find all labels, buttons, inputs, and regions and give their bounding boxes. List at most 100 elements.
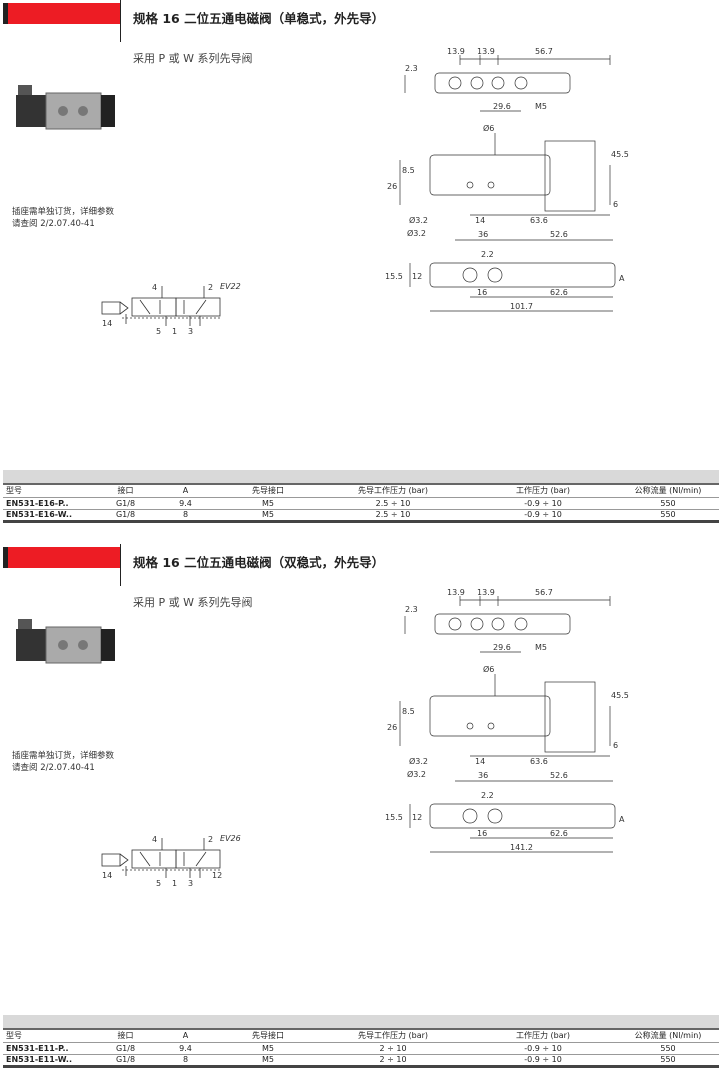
table-cell: 9.4 bbox=[179, 498, 192, 508]
column-header: 先导工作压力 (bar) bbox=[357, 486, 429, 496]
dimension-label: Ø6 bbox=[483, 123, 494, 133]
table-cell: M5 bbox=[262, 1055, 274, 1065]
dimension-label: 2.3 bbox=[405, 64, 418, 73]
table-cell: G1/8 bbox=[115, 1043, 136, 1053]
section-subtitle: 采用 P 或 W 系列先导阀 bbox=[133, 52, 253, 65]
column-header: 工作压力 (bar) bbox=[515, 486, 571, 496]
model-cell: EN531-E16-P.. bbox=[6, 498, 69, 508]
port-label: 3 bbox=[188, 327, 193, 336]
dimension-label: 62.6 bbox=[550, 829, 568, 838]
table-band bbox=[3, 1015, 719, 1030]
table-cell: 2.5 ÷ 10 bbox=[375, 498, 411, 508]
dimension-label: 15.5 bbox=[385, 272, 403, 281]
dimension-label: 13.9 bbox=[447, 588, 465, 597]
dimension-label: 62.6 bbox=[550, 288, 568, 297]
dimension-label: 14 bbox=[475, 757, 485, 766]
port-label: 1 bbox=[172, 879, 177, 888]
column-header: A bbox=[182, 1031, 189, 1041]
column-header: 接口 bbox=[117, 1031, 134, 1041]
dimension-label: 36 bbox=[478, 771, 488, 780]
dimension-label: Ø3.2 bbox=[409, 756, 428, 766]
model-cell: EN531-E11-W.. bbox=[6, 1055, 72, 1065]
table-cell: 550 bbox=[660, 1055, 676, 1065]
dimension-label: 2.2 bbox=[481, 791, 494, 800]
dimension-label: 6 bbox=[613, 741, 618, 750]
note-line: 请查阅 2/2.07.40-41 bbox=[12, 763, 95, 773]
dimension-label: A bbox=[619, 274, 625, 283]
dimension-label: 8.5 bbox=[402, 707, 415, 716]
note-line: 插座需单独订货，详细参数 bbox=[12, 751, 115, 761]
dimension-label: 15.5 bbox=[385, 813, 403, 822]
dimension-label: 101.7 bbox=[510, 302, 533, 311]
column-header: A bbox=[182, 486, 189, 496]
dimension-label: 36 bbox=[478, 230, 488, 239]
dimension-label: 8.5 bbox=[402, 166, 415, 175]
table-cell: 9.4 bbox=[179, 1043, 192, 1053]
dimension-label: 29.6 bbox=[493, 102, 511, 111]
dimension-label: M5 bbox=[535, 102, 547, 111]
symbol-code: EV26 bbox=[220, 834, 241, 843]
dimension-label: 63.6 bbox=[530, 216, 548, 225]
column-header: 公称流量 (Nl/min) bbox=[634, 1031, 702, 1041]
ordering-note: 插座需单独订货，详细参数 请查阅 2/2.07.40-41 bbox=[12, 206, 114, 230]
section-color-bar bbox=[3, 547, 120, 568]
column-header: 先导接口 bbox=[252, 1031, 284, 1041]
section-title: 规格 16 二位五通电磁阀（双稳式，外先导） bbox=[133, 555, 385, 570]
port-label: 14 bbox=[102, 319, 112, 328]
pneumatic-symbol: 4 2 14 5 1 3 12 EV26 bbox=[100, 832, 250, 892]
port-label: 1 bbox=[172, 327, 177, 336]
dimension-label: 12 bbox=[412, 813, 422, 822]
port-label: 14 bbox=[102, 871, 112, 880]
dimension-label: 13.9 bbox=[477, 588, 495, 597]
port-label: 5 bbox=[156, 327, 161, 336]
port-label: 3 bbox=[188, 879, 193, 888]
port-label: 2 bbox=[208, 283, 213, 292]
column-header: 公称流量 (Nl/min) bbox=[634, 486, 702, 496]
section-color-bar bbox=[3, 3, 120, 24]
port-label: 5 bbox=[156, 879, 161, 888]
table-cell: 550 bbox=[660, 1043, 676, 1053]
dimension-label: 2.2 bbox=[481, 250, 494, 259]
dimension-label: 45.5 bbox=[611, 150, 629, 159]
port-label: 12 bbox=[212, 871, 222, 880]
dimension-label: 26 bbox=[387, 182, 397, 191]
dimension-label: 13.9 bbox=[447, 47, 465, 56]
dimension-label: M5 bbox=[535, 643, 547, 652]
dimension-label: 2.3 bbox=[405, 605, 418, 614]
dimension-label: 16 bbox=[477, 288, 487, 297]
table-cell: -0.9 ÷ 10 bbox=[524, 498, 562, 508]
model-cell: EN531-E11-P.. bbox=[6, 1043, 69, 1053]
dimension-label: A bbox=[619, 815, 625, 824]
table-cell: 2.5 ÷ 10 bbox=[375, 510, 411, 520]
dimension-label: 56.7 bbox=[535, 588, 553, 597]
divider bbox=[120, 0, 121, 42]
table-cell: 550 bbox=[660, 510, 676, 520]
valve-photo bbox=[8, 75, 120, 145]
table-cell: -0.9 ÷ 10 bbox=[524, 510, 562, 520]
dimension-label: 26 bbox=[387, 723, 397, 732]
table-cell: G1/8 bbox=[115, 510, 136, 520]
table-cell: 8 bbox=[182, 1055, 189, 1065]
port-label: 4 bbox=[152, 835, 157, 844]
dimension-label: 29.6 bbox=[493, 643, 511, 652]
section-subtitle: 采用 P 或 W 系列先导阀 bbox=[133, 596, 253, 609]
table-cell: M5 bbox=[262, 498, 274, 508]
dimension-label: Ø3.2 bbox=[407, 769, 426, 779]
dimension-label: 6 bbox=[613, 200, 618, 209]
table-cell: -0.9 ÷ 10 bbox=[524, 1043, 562, 1053]
pneumatic-symbol: 4 2 14 5 1 3 EV22 bbox=[100, 280, 250, 340]
dimension-label: Ø3.2 bbox=[409, 215, 428, 225]
table-cell: 2 ÷ 10 bbox=[379, 1055, 407, 1065]
dimension-label: 16 bbox=[477, 829, 487, 838]
dimension-label: 56.7 bbox=[535, 47, 553, 56]
note-line: 插座需单独订货，详细参数 bbox=[12, 207, 115, 217]
